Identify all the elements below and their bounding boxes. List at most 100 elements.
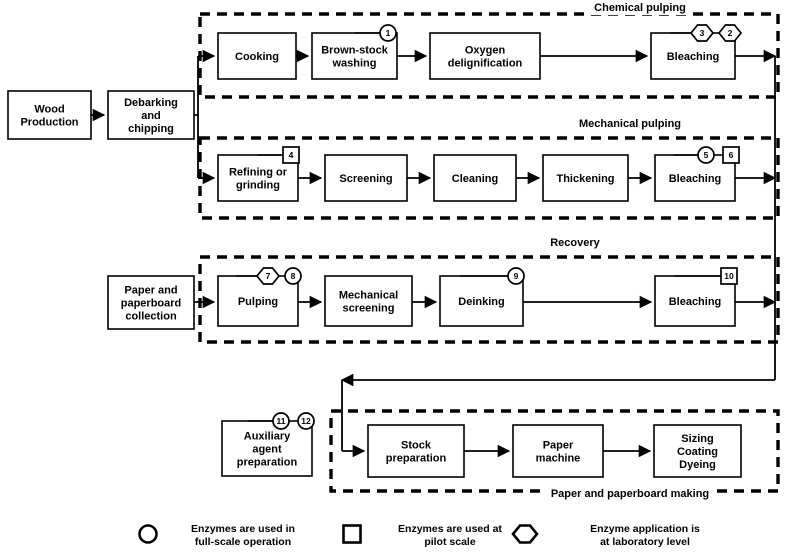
- node-label: Stock: [401, 440, 432, 452]
- node-label: Deinking: [458, 296, 504, 308]
- marker-4: 4: [258, 146, 300, 164]
- node-deinking[interactable]: Deinking: [439, 275, 524, 327]
- marker-number: 5: [704, 150, 709, 160]
- node-label: Bleaching: [669, 296, 722, 308]
- group-label-recovery: Recovery: [550, 237, 600, 249]
- node-label: preparation: [386, 453, 447, 465]
- group-label-chemical-pulping: Chemical pulping: [594, 2, 686, 14]
- node-label: Wood: [34, 104, 64, 116]
- group-recovery: [198, 255, 780, 344]
- node-label: Brown-stock: [321, 45, 389, 57]
- marker-8: 8: [284, 267, 302, 285]
- node-label: Debarking: [124, 97, 178, 109]
- legend-text: Enzymes are used in: [191, 523, 295, 535]
- node-label: Thickening: [556, 173, 614, 185]
- marker-number: 1: [386, 28, 391, 38]
- legend-text: Enzyme application is: [590, 523, 700, 535]
- node-label: Coating: [677, 446, 718, 458]
- node-label: Paper and: [124, 285, 177, 297]
- marker-2: 2: [717, 24, 743, 42]
- node-label: delignification: [448, 58, 523, 70]
- node-label: paperboard: [121, 298, 182, 310]
- node-label: chipping: [128, 123, 174, 135]
- node-label: Cleaning: [452, 173, 498, 185]
- marker-number: 9: [514, 271, 519, 281]
- node-label: grinding: [236, 180, 280, 192]
- node-thickening[interactable]: Thickening: [542, 154, 629, 202]
- node-label: Bleaching: [669, 173, 722, 185]
- node-label: collection: [125, 311, 177, 323]
- node-cleaning[interactable]: Cleaning: [433, 154, 517, 202]
- node-label: Refining or: [229, 167, 288, 179]
- node-label: Dyeing: [679, 459, 716, 471]
- marker-number: 4: [289, 150, 294, 160]
- node-label: Screening: [339, 173, 392, 185]
- marker-number: 3: [700, 28, 705, 38]
- marker-5: 5: [674, 146, 715, 164]
- group-mechanical-pulping: [198, 136, 780, 220]
- group-label-backdrop: [547, 236, 603, 250]
- node-label: screening: [343, 303, 395, 315]
- marker-6: 6: [722, 146, 740, 164]
- legend-text: at laboratory level: [600, 536, 690, 548]
- marker-number: 6: [729, 150, 734, 160]
- node-label: Paper: [543, 440, 574, 452]
- node-bleaching-chemical[interactable]: Bleaching: [650, 32, 736, 80]
- node-label: Pulping: [238, 296, 278, 308]
- marker-number: 2: [728, 28, 733, 38]
- group-chemical-pulping: [198, 12, 780, 99]
- marker-number: 8: [291, 271, 296, 281]
- marker-number: 11: [277, 416, 286, 426]
- legend-text: Enzymes are used at: [398, 523, 502, 535]
- node-label: preparation: [237, 457, 298, 469]
- marker-12: 12: [297, 412, 315, 430]
- group-label-backdrop: [572, 117, 688, 131]
- group-label-backdrop: [546, 487, 714, 501]
- group-label-mechanical-pulping: Mechanical pulping: [579, 118, 681, 130]
- node-label: Oxygen: [465, 45, 506, 57]
- node-cooking[interactable]: Cooking: [217, 32, 297, 80]
- node-label: Cooking: [235, 51, 279, 63]
- node-label: Production: [20, 117, 78, 129]
- marker-11: 11: [248, 412, 290, 430]
- legend-text: full-scale operation: [195, 536, 291, 548]
- marker-layer: 1 3 2 4 5 6 7 8 9 10 11 12: [236, 24, 743, 430]
- node-label: Bleaching: [667, 51, 720, 63]
- square-legend-icon: [342, 524, 362, 544]
- marker-7: 7: [236, 267, 281, 285]
- node-label: and: [141, 110, 161, 122]
- node-screening[interactable]: Screening: [324, 154, 408, 202]
- hexagon-legend-icon: [511, 524, 539, 544]
- circle-legend-icon: [138, 524, 158, 544]
- node-label: machine: [536, 453, 581, 465]
- marker-number: 7: [266, 271, 271, 281]
- node-label: Mechanical: [339, 290, 398, 302]
- node-label: washing: [331, 58, 376, 70]
- node-pulping[interactable]: Pulping: [217, 275, 299, 327]
- node-label: Sizing: [681, 433, 713, 445]
- marker-10: 10: [675, 267, 738, 285]
- node-bleaching-mechanical[interactable]: Bleaching: [654, 154, 736, 202]
- marker-1: 1: [355, 24, 397, 42]
- group-label-paper-and-paperboard-making: Paper and paperboard making: [551, 488, 709, 500]
- marker-number: 10: [724, 271, 734, 281]
- marker-3: 3: [670, 24, 715, 42]
